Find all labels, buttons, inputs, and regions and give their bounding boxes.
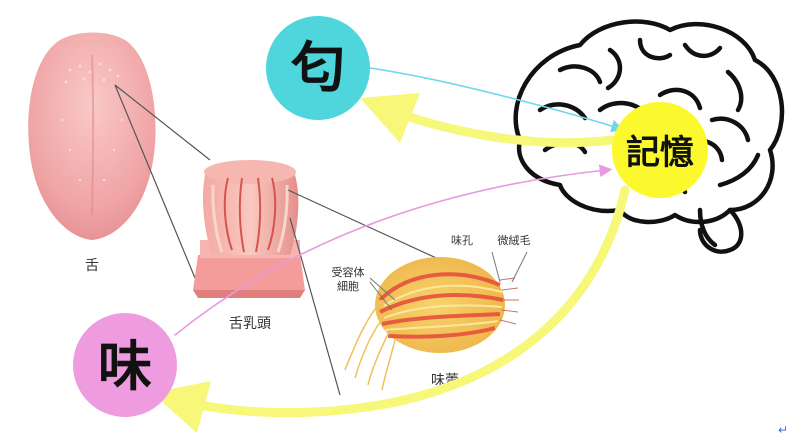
return-symbol: ↵	[778, 423, 788, 437]
taste-bud-illustration	[344, 257, 519, 391]
taste-node-text: 味	[98, 335, 152, 398]
tongue-illustration	[28, 32, 156, 240]
receptor-cell-label-line2: 細胞	[337, 280, 359, 293]
taste-bud-callouts	[369, 251, 528, 311]
arrow-smell-to-memory	[369, 67, 625, 133]
receptor-cell-label-line1: 受容体	[332, 265, 365, 279]
microvilli-label: 微絨毛	[498, 233, 531, 247]
papilla-illustration	[193, 160, 305, 298]
memory-node: 記憶	[612, 102, 708, 198]
arrow-memory-to-smell	[359, 92, 617, 148]
papilla-label: 舌乳頭	[229, 316, 271, 332]
arrow-memory-to-taste	[151, 185, 630, 434]
smell-node-text: 匂	[290, 36, 345, 99]
taste-pore-label: 味孔	[451, 234, 473, 247]
smell-node: 匂	[266, 16, 370, 120]
zoom-lines-tongue	[114, 84, 211, 279]
memory-node-text: 記憶	[626, 133, 694, 173]
tongue-label: 舌	[85, 258, 99, 274]
taste-node: 味	[73, 313, 177, 417]
arrow-taste-to-memory	[174, 164, 613, 336]
connection-arrows	[151, 67, 630, 434]
